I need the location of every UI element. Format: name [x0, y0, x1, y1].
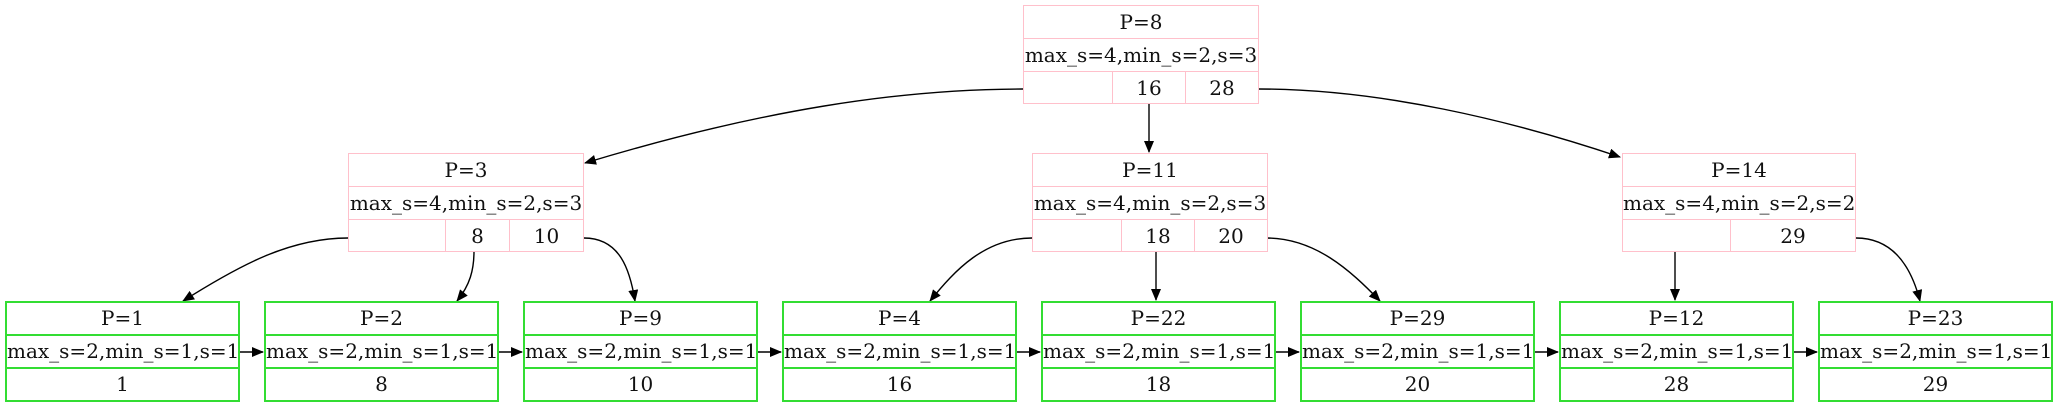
key-slot — [349, 220, 445, 251]
leaf-p29: P=29 max_s=2,min_s=1,s=1 20 — [1300, 301, 1535, 402]
node-title: P=9 — [525, 303, 756, 336]
node-title: P=8 — [1024, 6, 1258, 39]
node-meta: max_s=2,min_s=1,s=1 — [1302, 336, 1534, 369]
leaf-p2: P=2 max_s=2,min_s=1,s=1 8 — [264, 301, 499, 402]
node-keys: 29 — [1623, 220, 1855, 251]
node-title: P=22 — [1043, 303, 1274, 336]
leaf-key: 16 — [886, 372, 913, 396]
node-root: P=8 max_s=4,min_s=2,s=3 16 28 — [1023, 5, 1259, 104]
node-title: P=14 — [1623, 154, 1855, 187]
edge-p14-to-l23 — [1855, 237, 1923, 302]
node-p3: P=3 max_s=4,min_s=2,s=3 8 10 — [348, 153, 584, 252]
node-title: P=11 — [1033, 154, 1267, 187]
leaf-key: 18 — [1145, 372, 1172, 396]
node-meta: max_s=4,min_s=2,s=3 — [349, 187, 583, 220]
key-slot: 10 — [509, 220, 583, 251]
node-keys: 16 28 — [1024, 72, 1258, 103]
edge-p3-to-l2 — [456, 250, 475, 302]
node-meta: max_s=2,min_s=1,s=1 — [7, 336, 239, 369]
node-meta: max_s=2,min_s=1,s=1 — [784, 336, 1016, 369]
node-title: P=12 — [1561, 303, 1792, 336]
leaf-p1: P=1 max_s=2,min_s=1,s=1 1 — [5, 301, 240, 402]
leaf-key: 29 — [1922, 372, 1949, 396]
key-slot: 28 — [1185, 72, 1258, 103]
node-meta: max_s=4,min_s=2,s=3 — [1024, 39, 1258, 72]
node-meta: max_s=4,min_s=2,s=2 — [1623, 187, 1855, 220]
node-p14: P=14 max_s=4,min_s=2,s=2 29 — [1622, 153, 1856, 252]
node-meta: max_s=2,min_s=1,s=1 — [1820, 336, 2052, 369]
leaf-key: 28 — [1663, 372, 1690, 396]
edge-p11-to-l29 — [1265, 237, 1381, 302]
node-title: P=2 — [266, 303, 497, 336]
leaf-p12: P=12 max_s=2,min_s=1,s=1 28 — [1559, 301, 1794, 402]
key-slot — [1024, 72, 1112, 103]
node-keys: 18 20 — [1033, 220, 1267, 251]
key-slot: 20 — [1194, 220, 1267, 251]
leaf-key: 10 — [627, 372, 654, 396]
key-slot — [1623, 220, 1730, 251]
edge-p3-to-l9 — [583, 237, 639, 302]
node-title: P=29 — [1302, 303, 1533, 336]
edge-p11-to-l4 — [929, 237, 1033, 302]
node-title: P=4 — [784, 303, 1015, 336]
leaf-p22: P=22 max_s=2,min_s=1,s=1 18 — [1041, 301, 1276, 402]
key-slot: 18 — [1121, 220, 1194, 251]
leaf-p4: P=4 max_s=2,min_s=1,s=1 16 — [782, 301, 1017, 402]
edge-root-to-p3 — [584, 88, 1024, 165]
node-title: P=3 — [349, 154, 583, 187]
leaf-key: 8 — [375, 372, 388, 396]
node-p11: P=11 max_s=4,min_s=2,s=3 18 20 — [1032, 153, 1268, 252]
node-meta: max_s=2,min_s=1,s=1 — [1561, 336, 1793, 369]
leaf-p9: P=9 max_s=2,min_s=1,s=1 10 — [523, 301, 758, 402]
node-title: P=1 — [7, 303, 238, 336]
key-slot: 8 — [445, 220, 509, 251]
node-meta: max_s=4,min_s=2,s=3 — [1033, 187, 1267, 220]
node-meta: max_s=2,min_s=1,s=1 — [266, 336, 498, 369]
leaf-key: 20 — [1404, 372, 1431, 396]
leaf-p23: P=23 max_s=2,min_s=1,s=1 29 — [1818, 301, 2053, 402]
key-slot: 29 — [1730, 220, 1855, 251]
key-slot — [1033, 220, 1121, 251]
node-meta: max_s=2,min_s=1,s=1 — [525, 336, 757, 369]
node-keys: 8 10 — [349, 220, 583, 251]
leaf-key: 1 — [116, 372, 129, 396]
key-slot: 16 — [1112, 72, 1185, 103]
node-title: P=23 — [1820, 303, 2051, 336]
edge-p3-to-l1 — [182, 237, 349, 302]
edge-root-to-p14 — [1257, 88, 1621, 159]
node-meta: max_s=2,min_s=1,s=1 — [1043, 336, 1275, 369]
